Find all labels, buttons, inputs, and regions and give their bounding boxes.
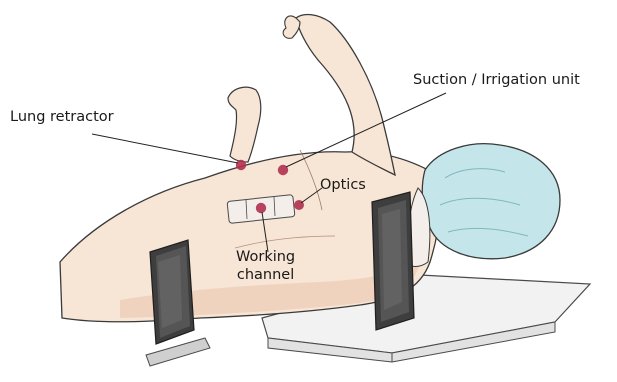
patient-head bbox=[404, 144, 560, 267]
lung-retractor-port bbox=[236, 160, 246, 170]
suction-irrigation-label: Suction / Irrigation unit bbox=[413, 71, 580, 89]
working-channel-label-line2: channel bbox=[236, 266, 295, 284]
right-body-support bbox=[372, 192, 414, 330]
lung-retractor-label: Lung retractor bbox=[10, 108, 114, 126]
working-channel-port bbox=[256, 203, 266, 213]
working-channel-label: Working channel bbox=[236, 248, 295, 284]
patient-arm bbox=[228, 15, 395, 175]
optics-label: Optics bbox=[320, 176, 366, 194]
working-channel-label-line1: Working bbox=[236, 248, 295, 266]
lung-retractor-leader bbox=[92, 134, 238, 163]
